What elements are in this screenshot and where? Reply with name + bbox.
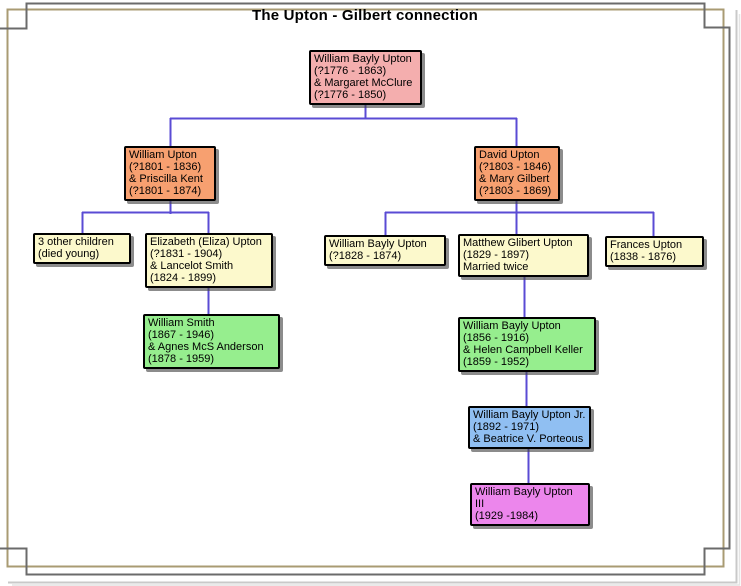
node-william-bayly-upton-iii: William Bayly Upton III (1929 -1984): [470, 483, 590, 526]
diagram-title: The Upton - Gilbert connection: [252, 7, 478, 24]
node-elizabeth-upton: Elizabeth (Eliza) Upton (?1831 - 1904) &…: [145, 233, 273, 288]
node-william-bayly-upton-1856: William Bayly Upton (1856 - 1916) & Hele…: [458, 317, 596, 372]
node-frances-upton: Frances Upton (1838 - 1876): [605, 236, 704, 267]
node-william-upton: William Upton (?1801 - 1836) & Priscilla…: [124, 146, 216, 201]
node-matthew-upton: Matthew Glibert Upton (1829 - 1897) Marr…: [458, 234, 589, 277]
node-william-bayly-upton-jr: William Bayly Upton Jr. (1892 - 1971) & …: [468, 406, 591, 449]
node-william-smith: William Smith (1867 - 1946) & Agnes McS …: [143, 314, 280, 369]
frame-inner-rect: [6, 8, 725, 568]
node-david-upton: David Upton (?1803 - 1846) & Mary Gilber…: [474, 146, 560, 201]
connector-lines: [81, 96, 655, 487]
node-william-bayly-upton-root: William Bayly Upton (?1776 - 1863) & Mar…: [309, 50, 422, 105]
node-other-children: 3 other children (died young): [33, 233, 131, 264]
frame-outer-stepped-rect: [0, 2, 731, 576]
node-william-bayly-upton-1828: William Bayly Upton (?1828 - 1874): [324, 235, 446, 266]
page-shadow: [8, 10, 741, 586]
